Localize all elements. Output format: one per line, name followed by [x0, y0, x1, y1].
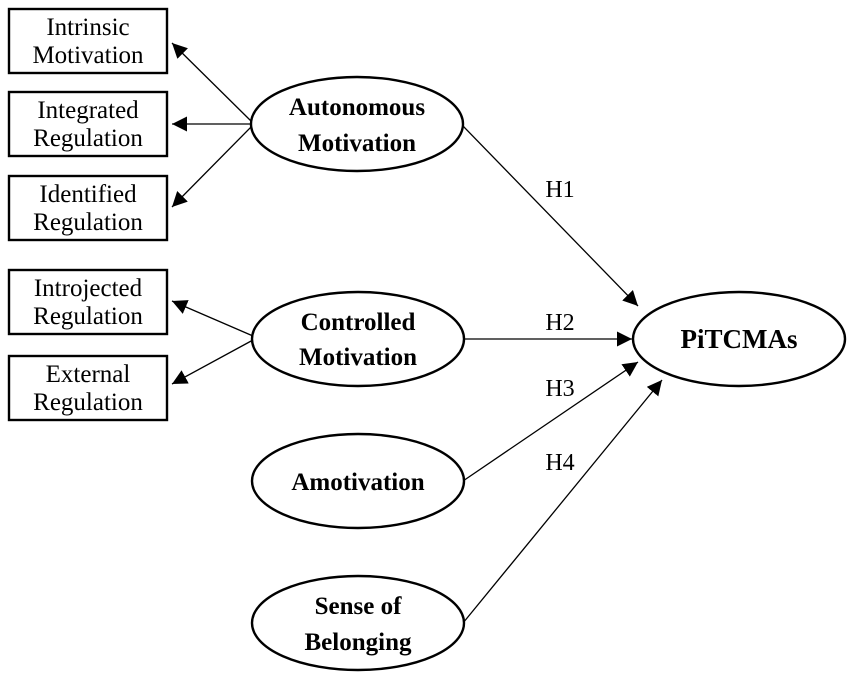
indicator-label-line: Motivation	[32, 42, 144, 69]
latent-label-line: Controlled	[301, 309, 416, 336]
indicator-label-line: Regulation	[33, 209, 143, 236]
hypothesis-label-h3: H3	[545, 376, 574, 402]
latent-autonomous-motivation: Autonomous Motivation	[249, 75, 465, 173]
latent-label-line: Motivation	[298, 130, 416, 157]
indicator-label-line: Introjected	[34, 275, 143, 302]
indicator-label-line: External	[46, 361, 131, 388]
indicator-introjected-regulation: Introjected Regulation	[7, 268, 169, 336]
latent-controlled-motivation: Controlled Motivation	[250, 290, 466, 388]
indicator-intrinsic-motivation: Intrinsic Motivation	[7, 7, 169, 75]
latent-label-line: Autonomous	[289, 94, 425, 121]
indicator-identified-regulation: Identified Regulation	[7, 174, 169, 242]
edge-h4-belonging-to-pitcmas	[462, 379, 663, 624]
latent-label-line: Motivation	[299, 344, 417, 371]
hypothesis-label-h4: H4	[545, 450, 574, 476]
edge-autonomous-to-intrinsic	[171, 42, 253, 123]
indicator-label-line: Regulation	[33, 303, 143, 330]
edge-h1-autonomous-to-pitcmas	[462, 125, 639, 307]
latent-amotivation: Amotivation	[250, 432, 466, 530]
latent-label-line: Amotivation	[291, 469, 424, 496]
indicator-integrated-regulation: Integrated Regulation	[7, 90, 169, 158]
indicator-label-line: Regulation	[33, 125, 143, 152]
edge-autonomous-to-identified	[171, 125, 253, 208]
edge-controlled-to-external	[171, 339, 254, 385]
latent-label-line: Belonging	[305, 629, 412, 656]
edge-controlled-to-introjected	[171, 300, 254, 337]
indicator-external-regulation: External Regulation	[7, 354, 169, 422]
latent-sense-of-belonging: Sense of Belonging	[250, 574, 466, 672]
hypothesis-label-h2: H2	[545, 310, 574, 336]
latent-label-line: Sense of	[315, 593, 402, 620]
latent-label-line: PiTCMAs	[681, 324, 798, 354]
edge-h3-amotivation-to-pitcmas	[462, 361, 639, 482]
indicator-label-line: Identified	[39, 181, 137, 208]
indicator-label-line: Regulation	[33, 389, 143, 416]
indicator-label-line: Integrated	[37, 97, 139, 124]
latent-pitcmas: PiTCMAs	[631, 290, 847, 388]
indicator-label-line: Intrinsic	[46, 14, 129, 41]
hypothesis-label-h1: H1	[545, 177, 574, 203]
